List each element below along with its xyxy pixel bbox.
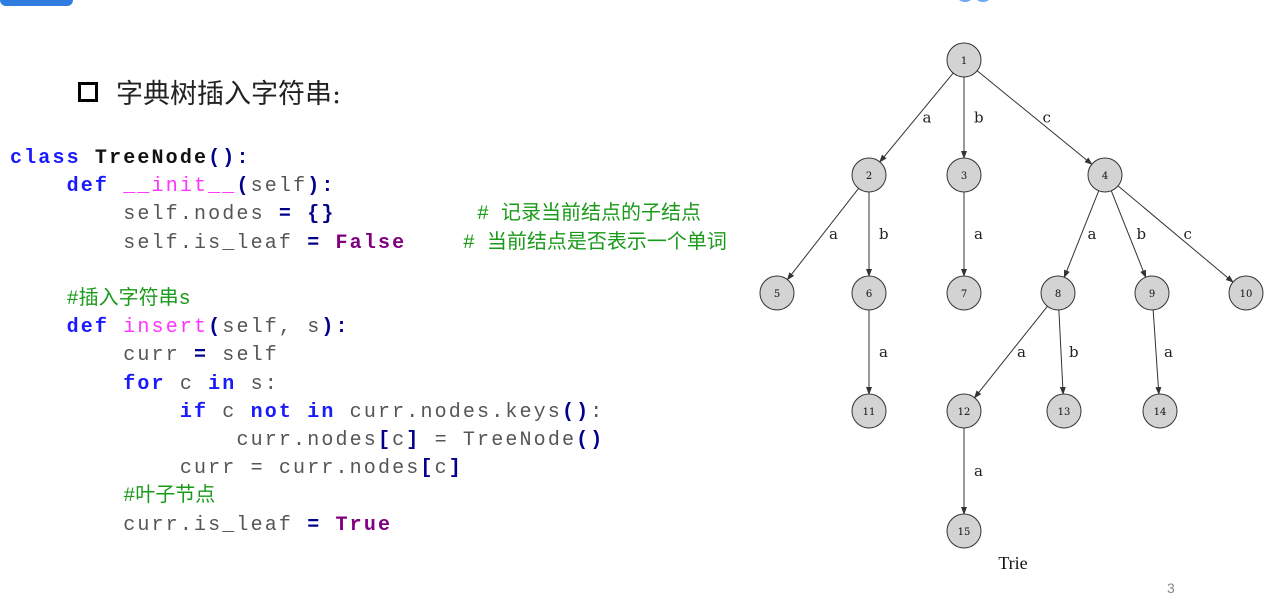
tree-node bbox=[851, 393, 887, 429]
node-label: 10 bbox=[1240, 289, 1253, 300]
tree-node bbox=[1040, 275, 1076, 311]
tree-node bbox=[1087, 157, 1123, 193]
edge-label: a bbox=[974, 462, 983, 480]
tree-node bbox=[851, 157, 887, 193]
tree-edge bbox=[1152, 309, 1162, 396]
edge-label: a bbox=[1164, 343, 1173, 361]
node-label: 7 bbox=[961, 289, 967, 300]
node-label: 13 bbox=[1058, 407, 1071, 418]
node-label: 12 bbox=[958, 407, 971, 418]
edge-label: a bbox=[974, 225, 983, 243]
tree-node bbox=[946, 513, 982, 549]
tree-node bbox=[1134, 275, 1170, 311]
node-label: 5 bbox=[774, 289, 780, 300]
node-label: 14 bbox=[1154, 407, 1167, 418]
edge-label: b bbox=[1069, 343, 1079, 361]
title-text: 字典树插入字符串: bbox=[116, 79, 342, 110]
edge-label: a bbox=[879, 343, 888, 361]
edge-label: b bbox=[879, 225, 889, 243]
tree-edge bbox=[1110, 190, 1147, 279]
tree-edge bbox=[786, 188, 859, 281]
tree-node bbox=[946, 275, 982, 311]
tree-edge bbox=[1117, 185, 1234, 283]
node-label: 15 bbox=[958, 527, 971, 538]
edge-label: a bbox=[829, 225, 838, 243]
tree-node bbox=[946, 157, 982, 193]
edge-label: a bbox=[1017, 343, 1026, 361]
edge-label: a bbox=[1088, 225, 1097, 243]
tree-edge bbox=[879, 72, 954, 163]
page-number: 3 bbox=[1167, 580, 1175, 596]
tree-node bbox=[1046, 393, 1082, 429]
node-label: 3 bbox=[961, 171, 967, 182]
tree-node bbox=[1142, 393, 1178, 429]
square-bullet-icon bbox=[78, 81, 98, 102]
node-label: 8 bbox=[1055, 289, 1061, 300]
tree-node bbox=[851, 275, 887, 311]
diagram-caption: Trie bbox=[998, 553, 1027, 573]
edge-label: c bbox=[1043, 109, 1051, 127]
edge-label: b bbox=[1137, 225, 1147, 243]
tree-edge bbox=[973, 305, 1048, 399]
node-label: 9 bbox=[1149, 289, 1155, 300]
node-label: 6 bbox=[866, 289, 872, 300]
tree-node bbox=[946, 42, 982, 78]
node-label: 11 bbox=[863, 407, 876, 418]
tree-edge bbox=[1063, 190, 1100, 279]
node-label: 1 bbox=[961, 56, 967, 67]
tree-edge bbox=[1058, 309, 1066, 396]
logo bbox=[955, 0, 997, 2]
code-block: class TreeNode(): def __init__(self): se… bbox=[10, 147, 727, 537]
edge-label: a bbox=[923, 109, 932, 127]
slide-title: 字典树插入字符串: bbox=[78, 72, 341, 111]
edge-label: c bbox=[1184, 225, 1192, 243]
tree-node bbox=[1228, 275, 1264, 311]
tree-node bbox=[946, 393, 982, 429]
node-label: 4 bbox=[1102, 171, 1108, 182]
tree-edge bbox=[976, 70, 1093, 165]
tree-node bbox=[759, 275, 795, 311]
node-label: 2 bbox=[866, 171, 872, 182]
top-button[interactable] bbox=[0, 0, 73, 6]
edge-label: b bbox=[974, 109, 984, 127]
